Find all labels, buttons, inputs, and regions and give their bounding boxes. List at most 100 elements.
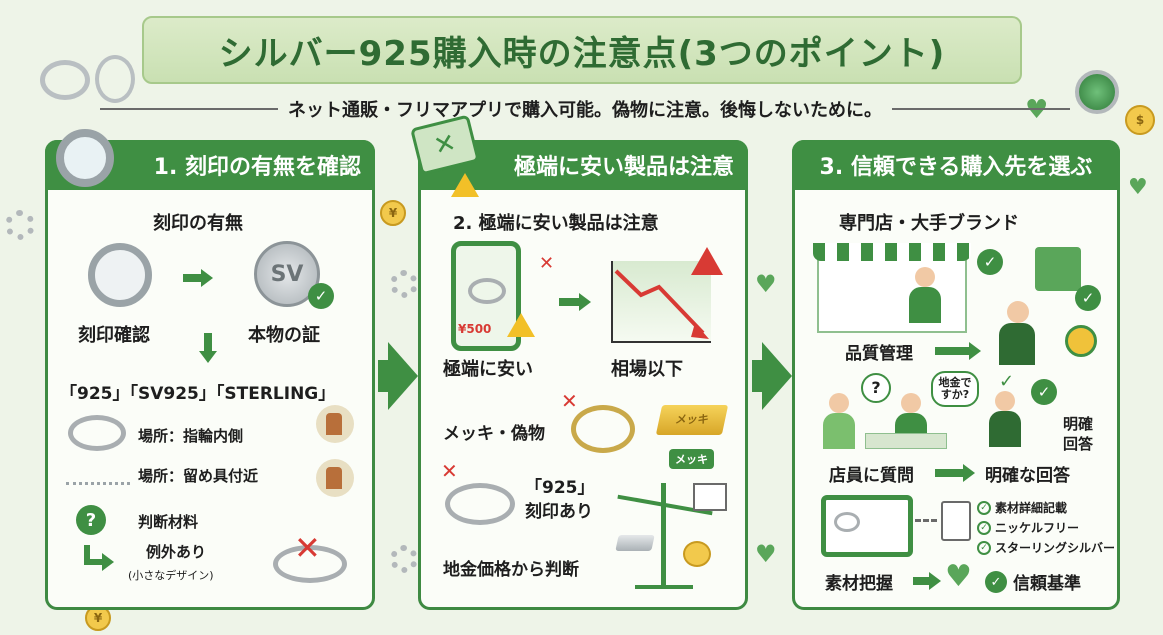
arrow-right-icon (929, 572, 941, 590)
balance-scale-icon (661, 483, 666, 587)
bg-ring-decor (95, 55, 135, 103)
chain-clasp-icon (66, 473, 130, 485)
arrow-right-icon (579, 293, 591, 311)
arrow-right-icon (102, 553, 114, 571)
warning-icon (451, 173, 479, 197)
magnifier-icon (56, 129, 114, 187)
storefront-icon (817, 251, 967, 333)
arrow-right-icon (201, 269, 213, 287)
rising-chart-icon (693, 483, 727, 511)
cross-icon: ✕ (294, 529, 321, 567)
check-icon: ✓ (1031, 379, 1057, 405)
genuine-label: 本物の証 (248, 325, 320, 346)
section-heading: 刻印の有無 (153, 213, 243, 234)
check-mark-icon: ✓ (999, 371, 1015, 392)
cross-icon: ✕ (539, 253, 555, 274)
silver-bar-icon (615, 535, 655, 551)
heart-icon: ♥ (755, 540, 777, 568)
dashed-arrow-icon (915, 519, 937, 522)
subtitle-text: ネット通販・フリマアプリで購入可能。偽物に注意。後悔しないために。 (288, 100, 882, 121)
dollar-coin-icon: $ (1125, 105, 1155, 135)
flow-arrow-right-icon (388, 342, 418, 410)
ring-icon (834, 512, 860, 532)
arrow-right-icon (963, 464, 975, 482)
arrow-stem (935, 347, 971, 355)
monitor-icon (821, 495, 913, 557)
counter-desk (865, 433, 947, 449)
question-bubble: ? (861, 373, 891, 403)
location-clasp: 場所：留め具付近 (138, 467, 259, 485)
question-icon: ? (76, 505, 106, 535)
stamped-label-line1: 「925」 (525, 478, 595, 498)
panel-header: 3. 信頼できる購入先を選ぶ (792, 140, 1120, 190)
customer-person-icon (819, 393, 859, 449)
panel-stamp-check: 1. 刻印の有無を確認 刻印の有無 SV ✓ 刻印確認 本物の証 「925」「S… (45, 129, 375, 610)
gear-icon (5, 210, 35, 240)
quality-label: 品質管理 (845, 344, 913, 364)
ring-icon (273, 545, 347, 583)
checklist-item: ✓ニッケルフリー (977, 519, 1079, 536)
downtrend-line-icon (614, 269, 709, 339)
panel-cheap-products: 極端に安い製品は注意 ✕ 2. 極端に安い製品は注意 ¥500 ✕ 極端に安い … (410, 114, 748, 610)
arrow-stem (935, 469, 965, 477)
arrow-down-icon (199, 351, 217, 363)
ring-icon (571, 405, 635, 453)
arrow-stem (559, 298, 581, 306)
ring-icon (445, 483, 515, 525)
check-icon: ✓ (985, 571, 1007, 593)
exception-note: (小さなデザイン) (128, 569, 214, 582)
judgment-label: 判断材料 (138, 513, 199, 531)
warning-icon (507, 313, 535, 337)
speech-bubble: 地金で すか? (931, 371, 979, 407)
below-market-label: 相場以下 (611, 359, 683, 380)
plating-label: メッキ・偽物 (443, 424, 545, 444)
plating-tag: メッキ (669, 449, 714, 469)
stamp-icon (316, 405, 354, 443)
ring-icon (468, 278, 506, 304)
heart-icon: ♥ (945, 559, 972, 594)
divider-line (100, 108, 278, 110)
stamped-label-line2: 刻印あり (525, 502, 593, 522)
arrow-stem (913, 577, 931, 585)
ask-staff-label: 店員に質問 (829, 466, 914, 486)
stamp-icon (316, 459, 354, 497)
heart-icon: ♥ (755, 270, 777, 298)
trust-label: 信頼基準 (1013, 574, 1081, 594)
marks-label: 「925」「SV925」「STERLING」 (60, 384, 336, 404)
cross-icon: ✕ (441, 459, 458, 483)
panel-trusted-seller: 3. 信頼できる購入先を選ぶ 専門店・大手ブランド ✓ ✓ 品質管理 ? 地金で… (792, 140, 1120, 610)
section-heading: 専門店・大手ブランド (839, 213, 1019, 234)
material-label: 素材把握 (825, 574, 893, 594)
turn-arrow-icon (84, 545, 102, 565)
staff-person-icon (905, 267, 945, 323)
gold-bar-icon: メッキ (655, 405, 729, 435)
heart-icon: ♥ (1025, 95, 1049, 125)
gear-icon (390, 545, 418, 573)
divider-line (892, 108, 1070, 110)
gear-icon (390, 270, 418, 298)
staff-person-icon (995, 301, 1039, 365)
page-title: シルバー925購入時の注意点(3つのポイント) (218, 33, 946, 74)
staff-person-icon (985, 391, 1025, 447)
heart-icon: ♥ (1128, 175, 1148, 200)
clear-answer-small-line2: 回答 (1063, 435, 1094, 453)
check-icon: ✓ (977, 249, 1003, 275)
check-icon: ✓ (1075, 285, 1101, 311)
coin-stack-icon (683, 541, 711, 567)
price-text: ¥500 (458, 322, 492, 336)
medal-icon (1065, 325, 1097, 357)
clear-answer-label: 明確な回答 (985, 466, 1070, 486)
location-inside-ring: 場所：指輪内側 (138, 427, 244, 445)
title-banner: シルバー925購入時の注意点(3つのポイント) (142, 16, 1022, 84)
ring-icon (68, 415, 126, 451)
checklist-item: ✓素材詳細記載 (977, 499, 1067, 516)
arrow-right-icon (969, 342, 981, 360)
shopping-bag-icon (1035, 247, 1081, 291)
arrow-stem (204, 333, 212, 353)
stamp-check-label: 刻印確認 (78, 325, 150, 346)
pendant-gem-icon (1075, 70, 1119, 114)
checklist-item: ✓スターリングシルバー (977, 539, 1115, 556)
sv-coin-icon: SV (254, 241, 320, 307)
exception-label: 例外あり (146, 543, 207, 561)
judge-by-price-label: 地金価格から判断 (443, 560, 579, 580)
